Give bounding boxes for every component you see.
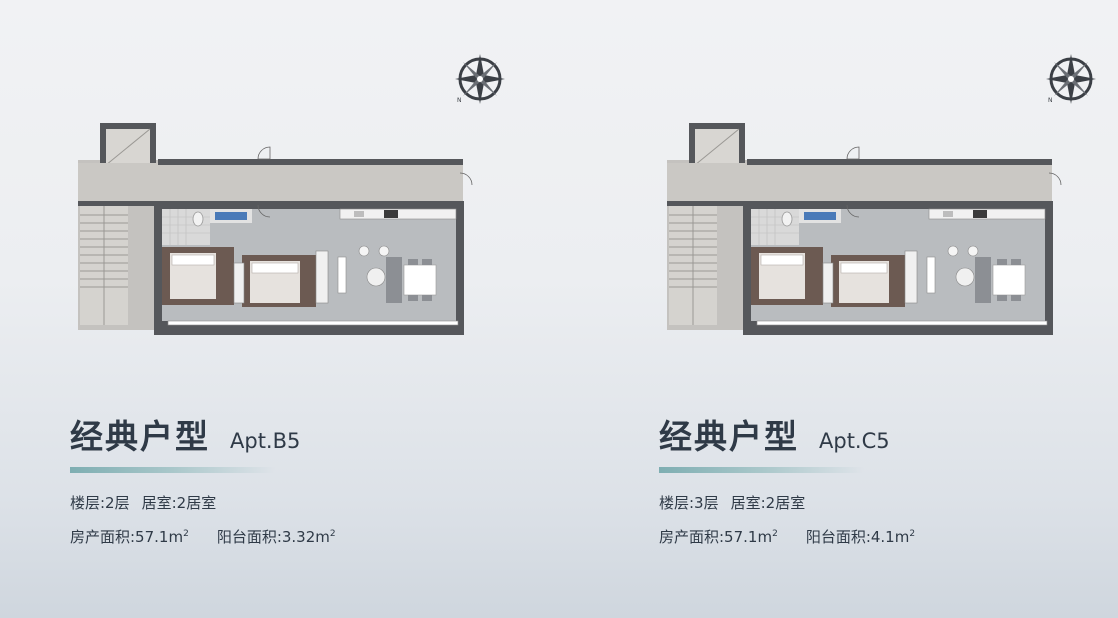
layout-type-title: 经典户型 <box>659 417 799 456</box>
house-area-unit-sup: 2 <box>183 529 189 539</box>
balcony-area-unit-sup: 2 <box>329 529 336 539</box>
house-area-unit-sup: 2 <box>772 529 778 539</box>
floor-plan <box>58 55 518 355</box>
title-divider <box>659 467 864 473</box>
compass-icon: N <box>1044 52 1098 106</box>
layout-type-title: 经典户型 <box>70 417 210 456</box>
compass-north-label: N <box>1048 97 1053 104</box>
apartment-code: Apt.B5 <box>230 429 301 453</box>
floor-plan <box>647 55 1107 355</box>
floor-rooms-info: 楼层:2层居室:2居室 <box>70 492 216 513</box>
floor-info: 楼层:2层 <box>70 494 130 512</box>
house-area: 房产面积:57.1m <box>70 528 184 546</box>
house-area: 房产面积:57.1m <box>659 528 773 546</box>
apartment-title: 经典户型 Apt.C5 <box>659 410 890 458</box>
compass-icon: N <box>453 52 507 106</box>
floorplan-panel-c5: N <box>559 0 1118 618</box>
balcony-area: 阳台面积:4.1m <box>805 528 910 546</box>
balcony-area: 阳台面积:3.32m <box>216 528 330 546</box>
floor-info: 楼层:3层 <box>659 494 719 512</box>
floor-rooms-info: 楼层:3层居室:2居室 <box>659 492 805 513</box>
floorplan-panel-b5: N <box>58 52 518 547</box>
apartment-code: Apt.C5 <box>819 429 890 453</box>
apartment-title: 经典户型 Apt.B5 <box>70 410 300 458</box>
title-divider <box>70 467 275 473</box>
rooms-info: 居室:2居室 <box>141 494 217 512</box>
balcony-area-unit-sup: 2 <box>909 529 916 539</box>
compass-north-label: N <box>457 97 462 104</box>
rooms-info: 居室:2居室 <box>730 494 806 512</box>
